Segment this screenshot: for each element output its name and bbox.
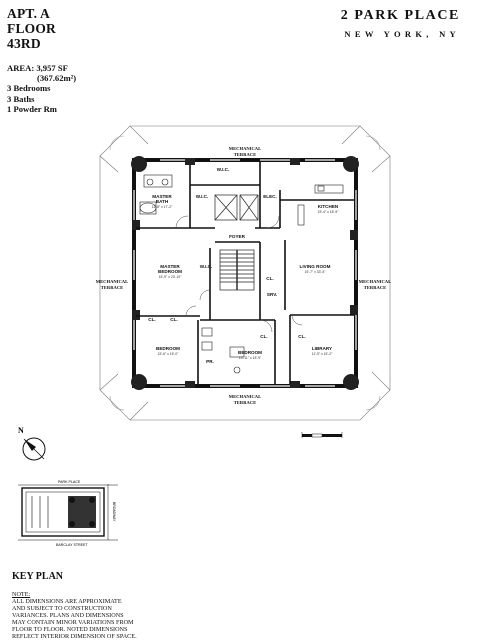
floor-number: 43RD [7, 36, 41, 51]
library-label: LIBRARY [312, 346, 332, 351]
floor-label: FLOOR [7, 21, 57, 36]
exterior-wall [131, 156, 359, 390]
terrace-top-label-1: MECHANICAL [229, 146, 261, 151]
key-plan-street-bottom: BARCLAY STREET [56, 543, 88, 547]
living-room-dimensions: 15'-7" x 33'-5" [305, 270, 327, 274]
kitchen-dimensions: 15'-4" x 18'-9" [318, 210, 340, 214]
north-compass: N [18, 426, 46, 461]
bedroom-2-dimensions: 13'-11" x 15'-9" [239, 356, 262, 360]
area: AREA: 3,957 SF [7, 63, 68, 73]
terrace-bottom-label-1: MECHANICAL [229, 394, 261, 399]
building-city: NEW YORK, NY [344, 29, 460, 39]
bedrooms-count: 3 Bedrooms [7, 83, 51, 94]
bedroom-1-label: BEDROOM [156, 346, 180, 351]
kitchen-label: KITCHEN [318, 204, 339, 209]
key-plan-street-right: BROADWAY [112, 502, 116, 522]
master-bath-label-2: BATH [156, 199, 169, 204]
building-header: 2 PARK PLACE NEW YORK, NY [341, 8, 460, 39]
wic-left-label: W.I.C. [196, 194, 209, 199]
note-heading: NOTE: [12, 591, 31, 598]
note-line: AND SUBJECT TO CONSTRUCTION [12, 605, 112, 612]
terrace-right-label-2: TERRACE [364, 285, 386, 290]
closet-label-5: CL. [298, 334, 305, 339]
scale-bar [301, 432, 343, 438]
building-name: 2 PARK PLACE [340, 8, 460, 23]
master-bedroom-label: MASTER [160, 264, 180, 269]
area-metric: (367.62m²) [37, 73, 77, 84]
master-bedroom-dimensions: 15'-9" x 23'-10" [159, 275, 183, 279]
key-plan: PARK PLACE BARCLAY STREET BROADWAY [18, 480, 118, 547]
note-line: REFLECT INTERIOR DIMENSION OF SPACE. [12, 633, 137, 640]
srv-label: SRV. [267, 292, 277, 297]
bedroom-1-dimensions: 15'-6" x 15'-0" [158, 352, 180, 356]
note-line: MAY CONTAIN MINOR VARIATIONS FROM [12, 619, 134, 626]
master-bath-dimensions: 11'-8" x 17'-2" [152, 205, 173, 209]
terrace-left-label-1: MECHANICAL [96, 279, 128, 284]
interior-walls [136, 162, 354, 384]
apartment-name: APT. A [7, 6, 50, 21]
library-dimensions: 11'-5" x 15'-2" [312, 352, 333, 356]
note-line: ALL DIMENSIONS ARE APPROXIMATE [12, 598, 122, 605]
closet-label-4: CL. [260, 334, 267, 339]
doors [175, 215, 303, 333]
note-line: VARIANCES. PLANS AND DIMENSIONS [12, 612, 124, 619]
master-bath-label: MASTER [152, 194, 172, 199]
terrace-right-label-1: MECHANICAL [359, 279, 391, 284]
stair-core [214, 194, 259, 291]
bath-fixtures [139, 174, 344, 374]
apartment-specs: AREA: 3,957 SF (367.62m²) 3 Bedrooms 3 B… [7, 63, 76, 114]
disclaimer-note: NOTE: ALL DIMENSIONS ARE APPROXIMATE AND… [12, 591, 162, 640]
powder-room-count: 1 Powder Rm [7, 103, 57, 114]
closet-label-3: CL. [170, 317, 177, 322]
foyer-label: FOYER [229, 234, 246, 239]
living-room-label: LIVING ROOM [300, 264, 331, 269]
floor-plan: MECHANICAL TERRACE MECHANICAL TERRACE ME… [96, 125, 391, 421]
baths-count: 3 Baths [7, 93, 35, 104]
terrace-outline [99, 125, 391, 421]
north-label: N [18, 426, 24, 435]
terrace-top-label-2: TERRACE [234, 152, 256, 157]
powder-room-label: PR. [206, 359, 214, 364]
apartment-header: APT. A FLOOR 43RD [7, 6, 56, 51]
bedroom-2-label: BEDROOM [238, 350, 262, 355]
closet-label-2: CL. [148, 317, 155, 322]
wic-top-label: W.I.C. [217, 167, 230, 172]
terrace-left-label-2: TERRACE [101, 285, 123, 290]
terrace-bottom-label-2: TERRACE [234, 400, 256, 405]
elec-label: ELEC. [263, 194, 277, 199]
key-plan-title: KEY PLAN [12, 571, 64, 582]
master-bedroom-label-2: BEDROOM [158, 269, 182, 274]
key-plan-street-top: PARK PLACE [58, 480, 81, 484]
closet-label-1: CL. [266, 276, 273, 281]
wic-mid-label: W.I.C. [200, 264, 213, 269]
note-line: FLOOR TO FLOOR. NOTED DIMENSIONS [12, 626, 128, 633]
